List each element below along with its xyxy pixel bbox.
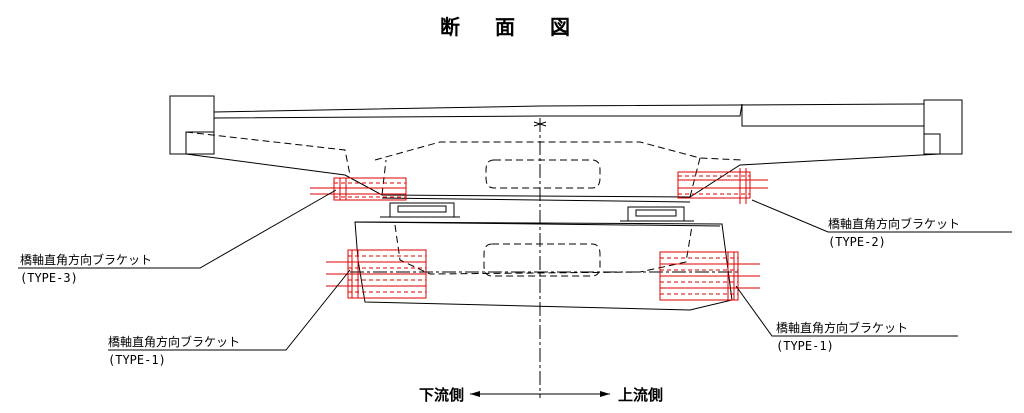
lower-pier-cap <box>350 221 740 311</box>
direction-indicator <box>470 391 610 397</box>
callout-type1-right-type: (TYPE-1) <box>776 339 834 353</box>
bracket-type3 <box>310 177 407 201</box>
callout-type2-type: (TYPE-2) <box>828 235 886 249</box>
callout-type1-right-label: 橋軸直角方向ブラケット <box>776 320 908 335</box>
callout-type1-left-label: 橋軸直角方向ブラケット <box>108 334 240 349</box>
callout-type3-type: (TYPE-3) <box>20 271 78 285</box>
bracket-type2 <box>677 168 768 204</box>
bearings <box>380 202 694 222</box>
upper-girder <box>169 95 963 203</box>
bracket-type1-right <box>659 251 760 301</box>
bracket-type1-left <box>326 249 427 299</box>
direction-right-label: 上流側 <box>618 386 663 404</box>
direction-left-label: 下流側 <box>419 386 464 404</box>
drawing-title: 断 面 図 <box>440 15 584 39</box>
callout-type3-label: 橋軸直角方向ブラケット <box>20 252 152 267</box>
callout-type2-label: 橋軸直角方向ブラケット <box>828 216 960 231</box>
callout-type1-left-type: (TYPE-1) <box>108 353 166 367</box>
leader-lines <box>18 189 1012 351</box>
